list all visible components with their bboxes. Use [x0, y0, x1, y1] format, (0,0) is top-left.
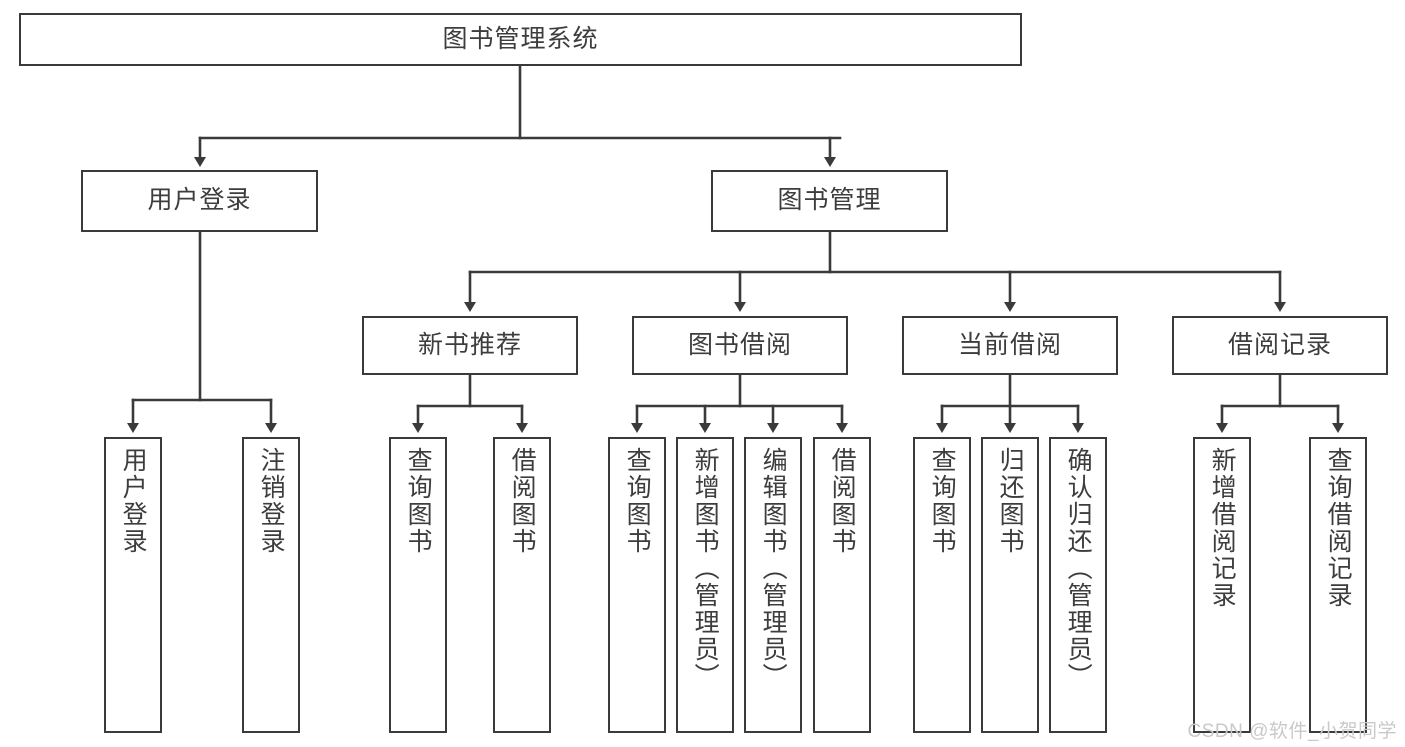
leaf-borrow-add-book[interactable]: 新增图书（管理员）: [676, 437, 734, 733]
node-root-label: 图书管理系统: [442, 24, 599, 53]
node-current-borrow[interactable]: 当前借阅: [902, 316, 1118, 375]
leaf-new-book-query[interactable]: 查询图书: [389, 437, 447, 733]
leaf-current-return-book[interactable]: 归还图书: [981, 437, 1039, 733]
node-new-book-recommend-label: 新书推荐: [417, 330, 522, 359]
leaf-label: 用户登录: [119, 447, 148, 555]
node-user-login-label: 用户登录: [147, 186, 252, 215]
leaf-record-add[interactable]: 新增借阅记录: [1193, 437, 1251, 733]
leaf-label: 新增借阅记录: [1208, 447, 1237, 609]
leaf-label: 注销登录: [257, 447, 286, 555]
leaf-user-login-logout[interactable]: 注销登录: [242, 437, 300, 733]
leaf-borrow-edit-book[interactable]: 编辑图书（管理员）: [744, 437, 802, 733]
leaf-label: 查询图书: [928, 447, 957, 555]
node-borrow-record-label: 借阅记录: [1227, 330, 1332, 359]
leaf-current-query-book[interactable]: 查询图书: [913, 437, 971, 733]
node-new-book-recommend[interactable]: 新书推荐: [362, 316, 578, 375]
node-book-borrow[interactable]: 图书借阅: [632, 316, 848, 375]
leaf-label: 查询图书: [404, 447, 433, 555]
leaf-label: 借阅图书: [508, 447, 537, 555]
leaf-label: 借阅图书: [828, 447, 857, 555]
leaf-label: 查询图书: [623, 447, 652, 555]
node-book-borrow-label: 图书借阅: [687, 330, 792, 359]
node-borrow-record[interactable]: 借阅记录: [1172, 316, 1388, 375]
leaf-label: 编辑图书（管理员）: [759, 447, 788, 690]
leaf-label: 归还图书: [996, 447, 1025, 555]
leaf-record-query[interactable]: 查询借阅记录: [1309, 437, 1367, 733]
leaf-user-login-login[interactable]: 用户登录: [104, 437, 162, 733]
leaf-label: 查询借阅记录: [1324, 447, 1353, 609]
leaf-current-confirm-return[interactable]: 确认归还（管理员）: [1049, 437, 1107, 733]
leaf-new-book-borrow[interactable]: 借阅图书: [493, 437, 551, 733]
node-book-management[interactable]: 图书管理: [711, 170, 948, 232]
node-book-management-label: 图书管理: [777, 186, 882, 215]
leaf-borrow-query-book[interactable]: 查询图书: [608, 437, 666, 733]
node-root[interactable]: 图书管理系统: [19, 13, 1022, 66]
leaf-label: 新增图书（管理员）: [691, 447, 720, 690]
leaf-borrow-borrow-book[interactable]: 借阅图书: [813, 437, 871, 733]
leaf-label: 确认归还（管理员）: [1064, 447, 1093, 690]
node-user-login[interactable]: 用户登录: [81, 170, 318, 232]
node-current-borrow-label: 当前借阅: [957, 330, 1062, 359]
